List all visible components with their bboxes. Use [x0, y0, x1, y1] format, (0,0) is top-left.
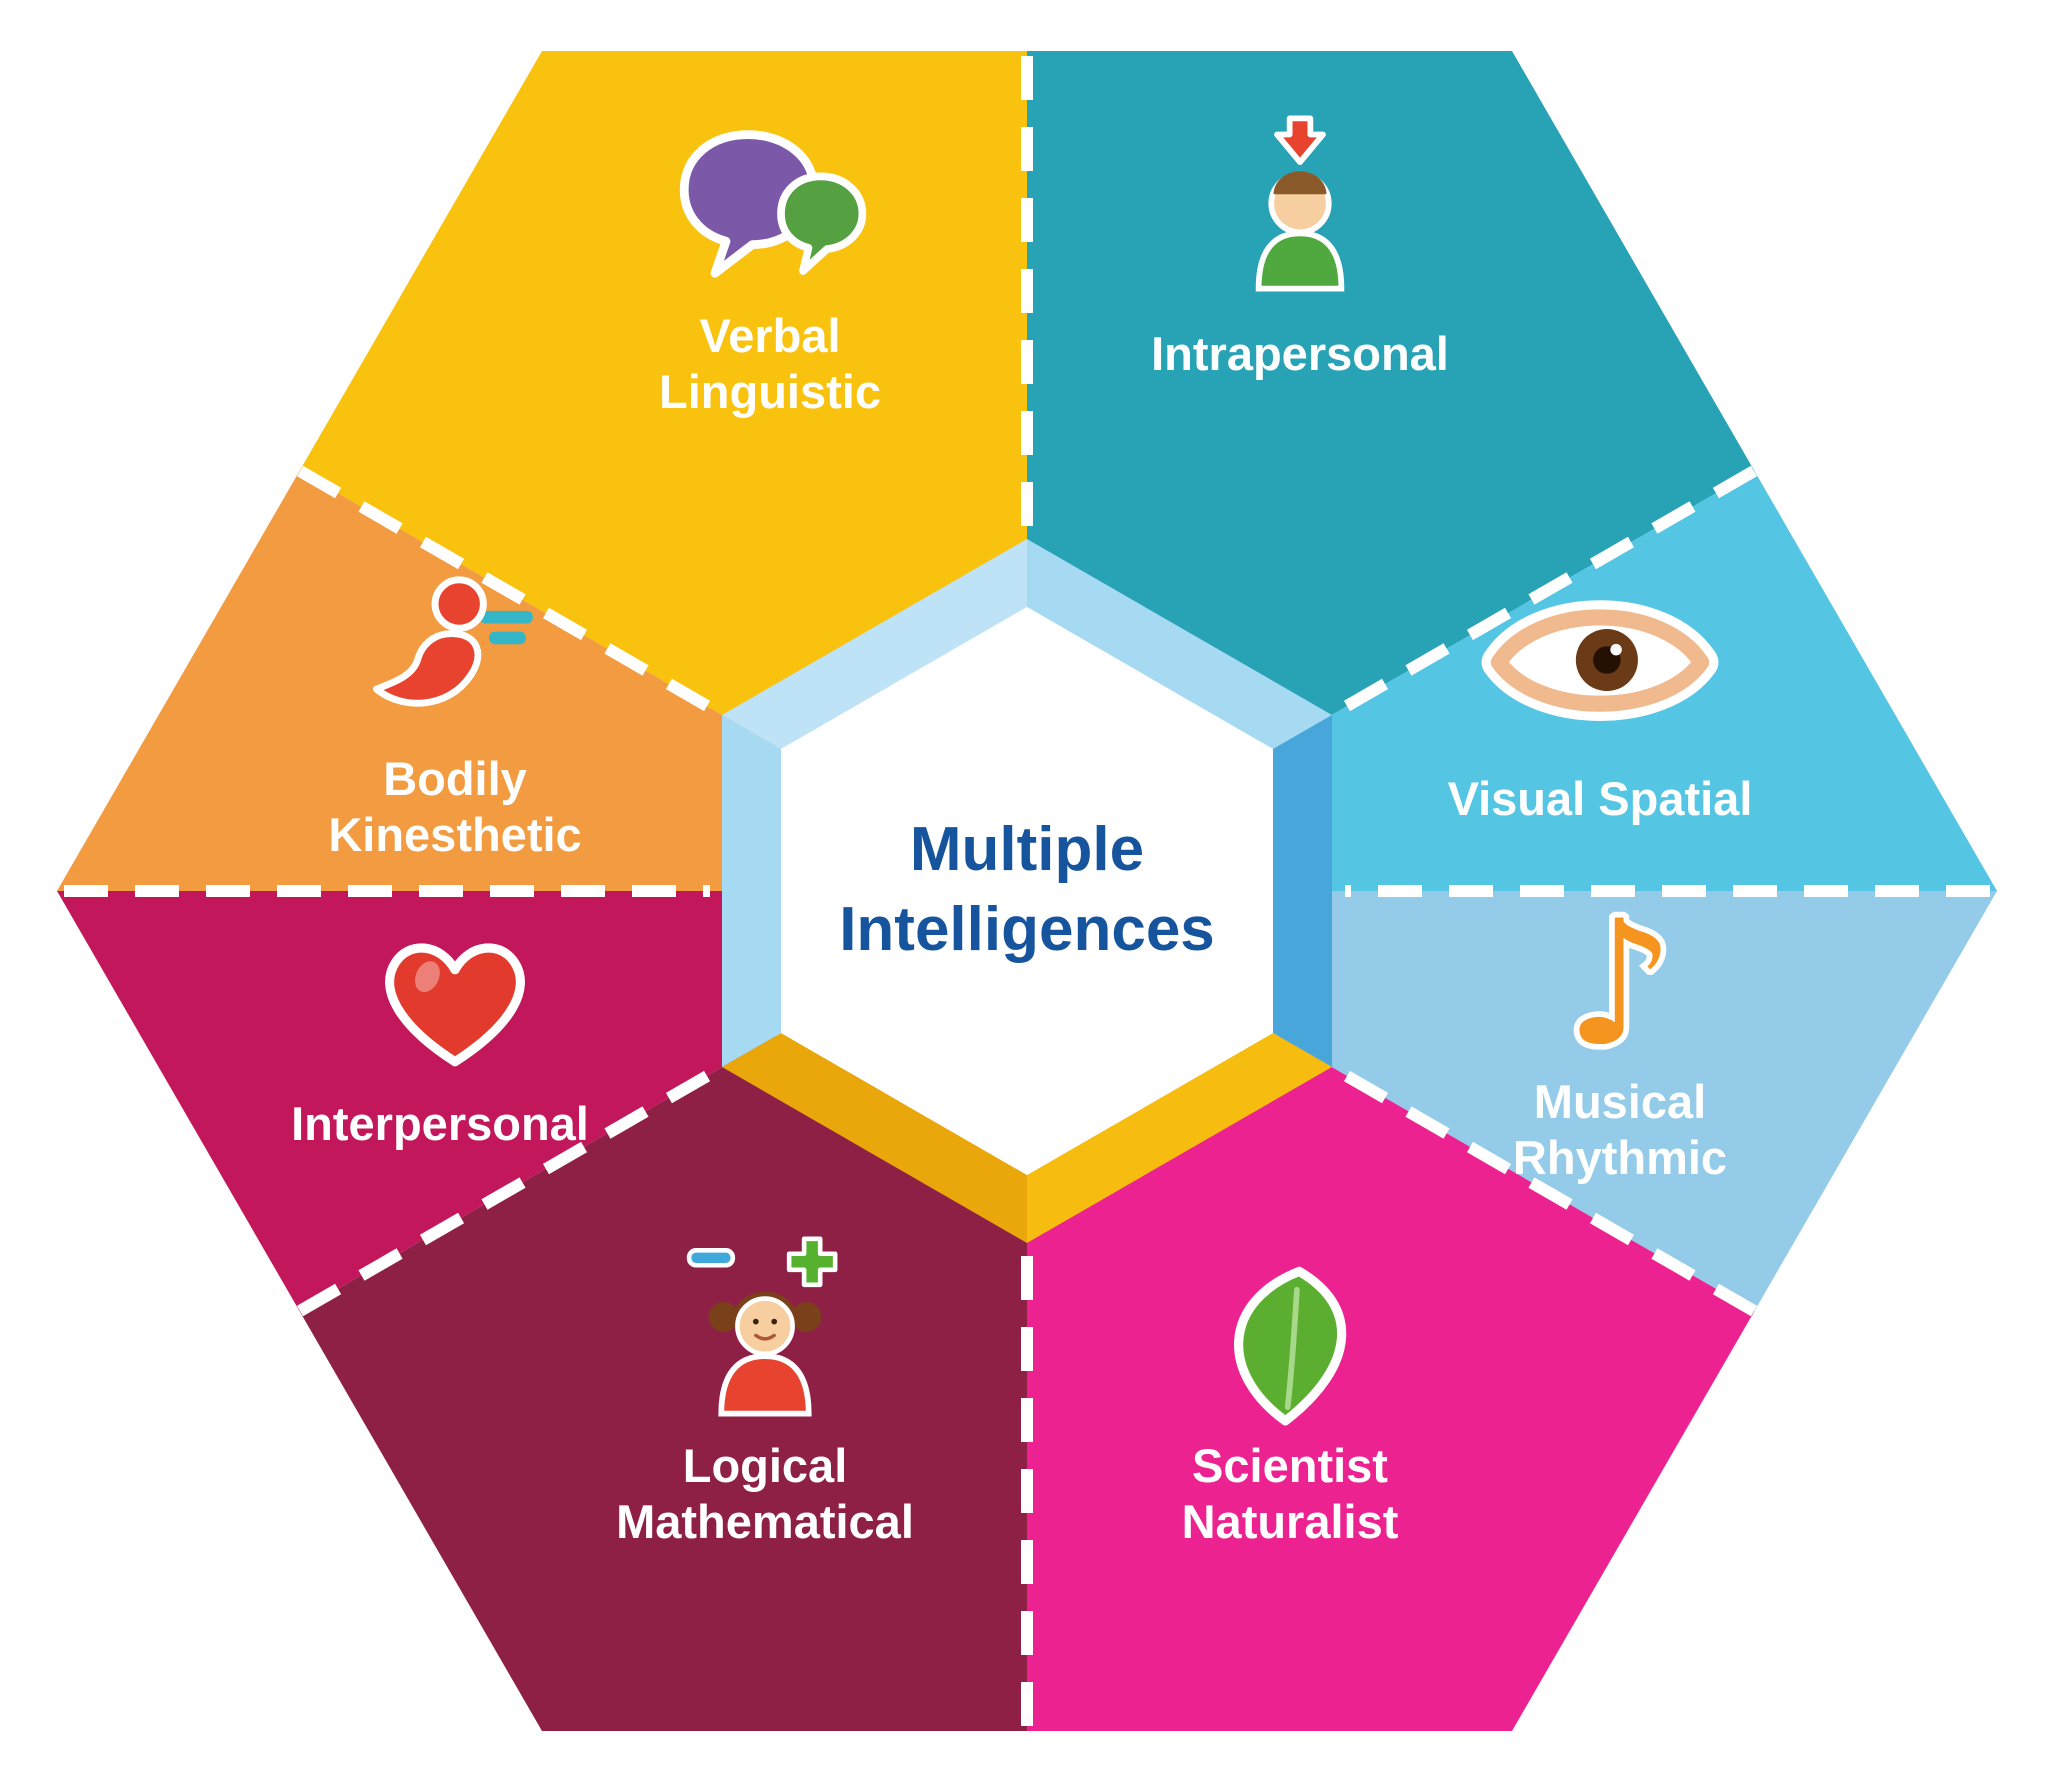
- segment-dividers: [64, 56, 1990, 1726]
- runner-head: [431, 576, 487, 632]
- girl-pigtail-right: [791, 1302, 822, 1332]
- person-down-arrow-icon: [1255, 115, 1345, 292]
- segment-logical-mathematical: [299, 1036, 1027, 1731]
- leaf-body: [1234, 1266, 1347, 1426]
- label-scientist-line1: Scientist: [1192, 1439, 1388, 1492]
- speed-line-top: [479, 610, 533, 624]
- speech-bubble-purple: [679, 130, 819, 278]
- plus-sign: [786, 1236, 838, 1288]
- person-hair: [1273, 171, 1327, 195]
- girl-pigtail-left: [708, 1302, 739, 1332]
- girl-face: [735, 1296, 795, 1357]
- label-visual-spatial: Visual Spatial: [1448, 772, 1753, 825]
- person-shirt: [1255, 230, 1345, 292]
- center-frame-bottom-left-band: [722, 1033, 1027, 1243]
- heart-body: [385, 943, 525, 1067]
- segment-labels: Verbal Linguistic Intrapersonal Visual S…: [291, 309, 1752, 1548]
- center-hexagon: [781, 607, 1273, 1175]
- segments: [57, 51, 1997, 1731]
- girl-dress: [718, 1353, 812, 1417]
- center-frame: [722, 539, 1332, 1243]
- running-person-icon: [372, 576, 533, 707]
- girl-eye-left: [752, 1318, 759, 1325]
- eye-highlight: [1610, 643, 1622, 656]
- heart-icon: [385, 943, 525, 1067]
- eye-icon: [1481, 600, 1719, 721]
- runner-body: [372, 630, 482, 707]
- center-frame-left-band: [722, 715, 781, 1067]
- minus-sign: [686, 1248, 736, 1268]
- label-logical-line1: Logical: [683, 1439, 848, 1492]
- center-title-line2: Intelligences: [839, 895, 1215, 964]
- center-frame-top-left-band: [722, 539, 1027, 749]
- label-logical-line2: Mathematical: [616, 1495, 914, 1548]
- girl-eye-right: [771, 1318, 778, 1325]
- music-note-glyph: ♪: [1565, 883, 1675, 1084]
- segment-scientist-naturalist: [1027, 1036, 1755, 1731]
- leaf-icon: [1234, 1266, 1347, 1426]
- speech-bubble-green: [777, 172, 867, 275]
- divider-logical-interpersonal: [297, 1066, 717, 1317]
- segment-interpersonal: [57, 891, 776, 1311]
- label-bodily-line2: Kinesthetic: [328, 808, 581, 861]
- label-musical-line2: Rhythmic: [1513, 1131, 1727, 1184]
- speech-bubbles-icon: [679, 130, 867, 278]
- center-frame-top-right-band: [1027, 539, 1332, 749]
- label-interpersonal: Interpersonal: [291, 1097, 589, 1150]
- center-title-line1: Multiple: [910, 815, 1144, 884]
- divider-musical-scientist: [1337, 1066, 1757, 1317]
- speed-line-bottom: [489, 631, 526, 645]
- center-frame-bottom-right-band: [1027, 1033, 1332, 1243]
- divider-intrapersonal-visual: [1337, 465, 1757, 716]
- label-verbal-line1: Verbal: [699, 309, 840, 362]
- down-arrow: [1274, 115, 1326, 165]
- leaf-vein: [1284, 1286, 1300, 1410]
- label-musical-line1: Musical: [1534, 1075, 1706, 1128]
- segment-musical-rhythmic: [1278, 891, 1997, 1311]
- segment-intrapersonal: [1027, 51, 1755, 746]
- center-frame-right-band: [1273, 715, 1332, 1067]
- divider-bodily-verbal: [297, 465, 717, 716]
- girl-smile: [754, 1333, 776, 1341]
- label-verbal-line2: Linguistic: [659, 365, 881, 418]
- heart-highlight: [414, 961, 440, 992]
- music-note-icon: ♪: [1559, 877, 1681, 1089]
- label-scientist-line2: Naturalist: [1182, 1495, 1399, 1548]
- label-intrapersonal: Intrapersonal: [1151, 327, 1449, 380]
- label-bodily-line1: Bodily: [383, 752, 527, 805]
- girl-math-icon: [686, 1236, 838, 1417]
